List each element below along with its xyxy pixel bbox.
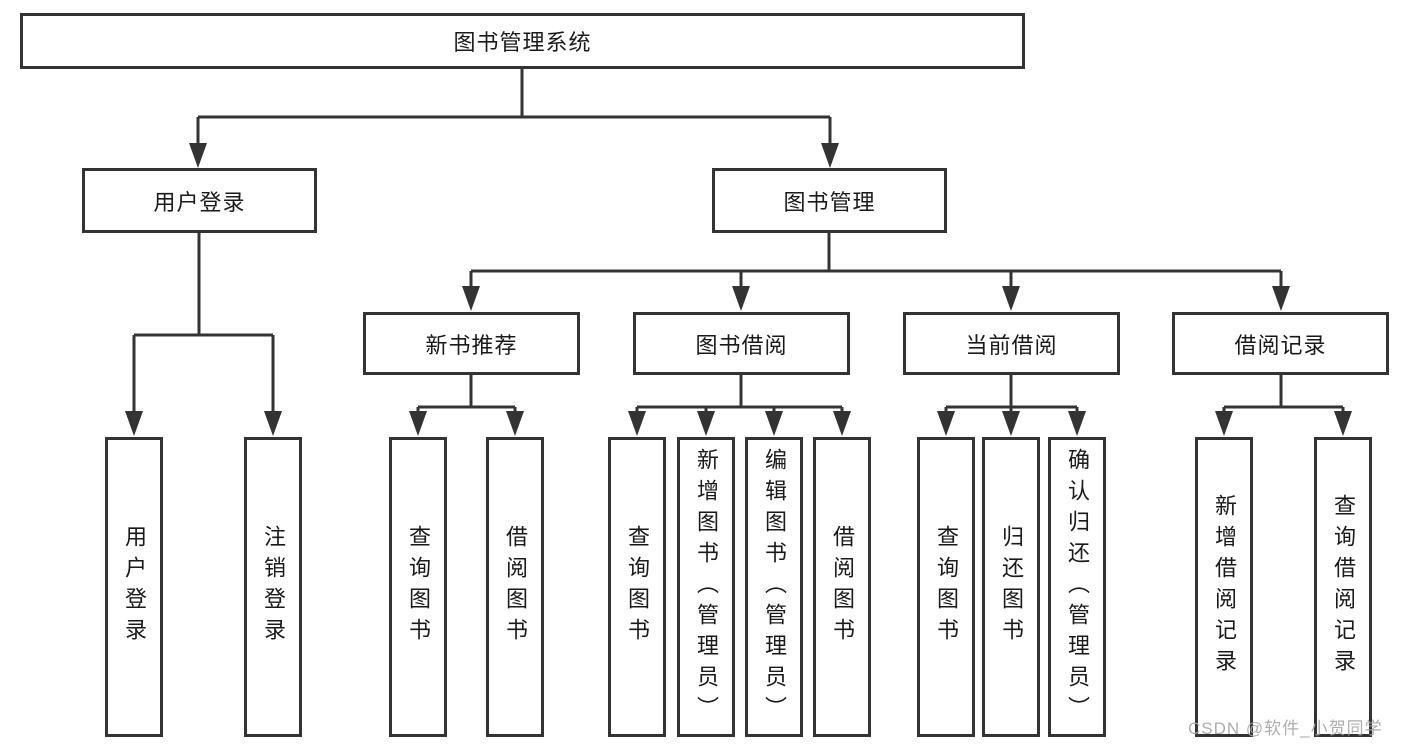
leaf-query-borrow-record: 查询借阅记录	[1314, 437, 1372, 737]
arrowheads	[125, 143, 1352, 436]
leaf-return-book: 归还图书	[982, 437, 1040, 737]
node-new-book-recommend: 新书推荐	[363, 312, 580, 375]
leaf-add-book-admin: 新增图书（管理员）	[677, 437, 735, 737]
csdn-watermark: CSDN @软件_小贺同学	[1188, 719, 1383, 738]
node-borrow-records: 借阅记录	[1172, 312, 1389, 375]
leaf-query-books-borrow: 查询图书	[608, 437, 666, 737]
node-current-borrow: 当前借阅	[903, 312, 1120, 375]
node-user-login: 用户登录	[82, 168, 317, 233]
leaf-query-books-current: 查询图书	[917, 437, 975, 737]
node-book-borrow: 图书借阅	[633, 312, 850, 375]
leaf-query-books-recommend: 查询图书	[389, 437, 447, 737]
leaf-confirm-return-admin: 确认归还（管理员）	[1048, 437, 1106, 737]
node-library-system: 图书管理系统	[20, 13, 1025, 69]
leaf-add-borrow-record: 新增借阅记录	[1195, 437, 1253, 737]
leaf-user-login: 用户登录	[105, 437, 163, 737]
node-book-management: 图书管理	[712, 168, 947, 233]
leaf-borrow-books-borrow: 借阅图书	[813, 437, 871, 737]
leaf-borrow-books-recommend: 借阅图书	[486, 437, 544, 737]
leaf-edit-book-admin: 编辑图书（管理员）	[745, 437, 803, 737]
leaf-logout: 注销登录	[244, 437, 302, 737]
